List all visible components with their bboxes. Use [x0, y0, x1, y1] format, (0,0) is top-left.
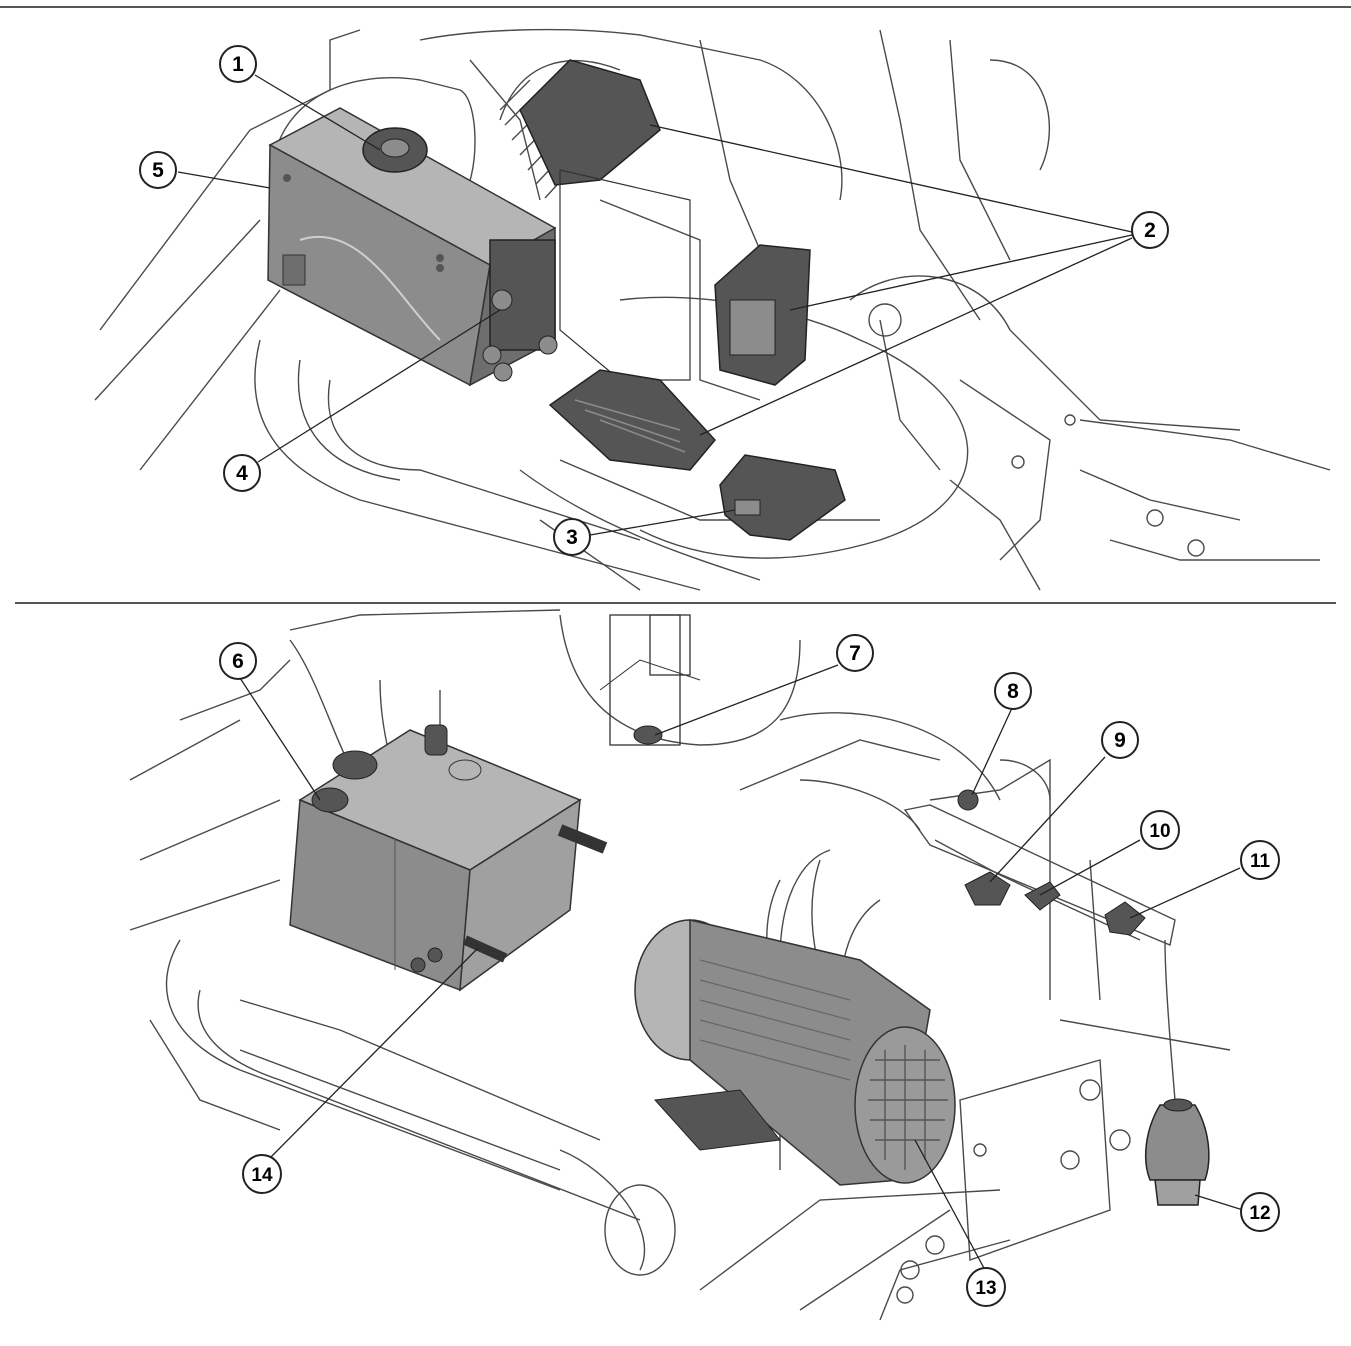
callout-9: 9	[1101, 721, 1139, 759]
side-connector-panel	[482, 239, 558, 382]
callout-3: 3	[553, 518, 591, 556]
top-leader-lines	[177, 74, 1133, 536]
callout-text-10: 10	[1149, 821, 1170, 842]
upper-valve-block	[599, 614, 701, 746]
callout-text-14: 14	[251, 1165, 273, 1186]
callout-text-7: 7	[849, 642, 861, 665]
callout-text-11: 11	[1250, 851, 1271, 872]
pump-unit	[289, 724, 608, 992]
callout-text-1: 1	[232, 53, 244, 76]
callout-14: 14	[242, 1154, 282, 1194]
callout-7: 7	[836, 634, 874, 672]
plug-connector	[719, 454, 846, 541]
socket-covers	[519, 59, 811, 471]
callout-text-8: 8	[1007, 680, 1019, 703]
callout-text-2: 2	[1144, 219, 1156, 242]
main-switch-knob	[362, 127, 428, 173]
callout-text-9: 9	[1114, 729, 1126, 752]
callout-4: 4	[223, 454, 261, 492]
callout-text-13: 13	[975, 1278, 996, 1299]
callout-text-4: 4	[236, 462, 248, 485]
callout-text-3: 3	[566, 526, 578, 549]
callout-text-6: 6	[232, 650, 244, 673]
float-weight	[1144, 1098, 1210, 1206]
callout-10: 10	[1140, 810, 1180, 850]
callout-8: 8	[994, 672, 1032, 710]
callout-5: 5	[139, 151, 177, 189]
callout-13: 13	[966, 1267, 1006, 1307]
bottom-leader-lines	[239, 664, 1244, 1271]
callout-text-12: 12	[1249, 1203, 1270, 1224]
callout-2: 2	[1131, 211, 1169, 249]
top-panel-illustration	[94, 28, 1331, 591]
callout-text-5: 5	[152, 159, 164, 182]
electric-motor	[634, 919, 956, 1186]
callout-labels: 1 2 3 4 5 6 7 8	[139, 45, 1280, 1307]
bottom-panel-illustration	[129, 609, 1231, 1321]
callout-1: 1	[219, 45, 257, 83]
callout-12: 12	[1240, 1192, 1280, 1232]
callout-6: 6	[219, 642, 257, 680]
callout-11: 11	[1240, 840, 1280, 880]
